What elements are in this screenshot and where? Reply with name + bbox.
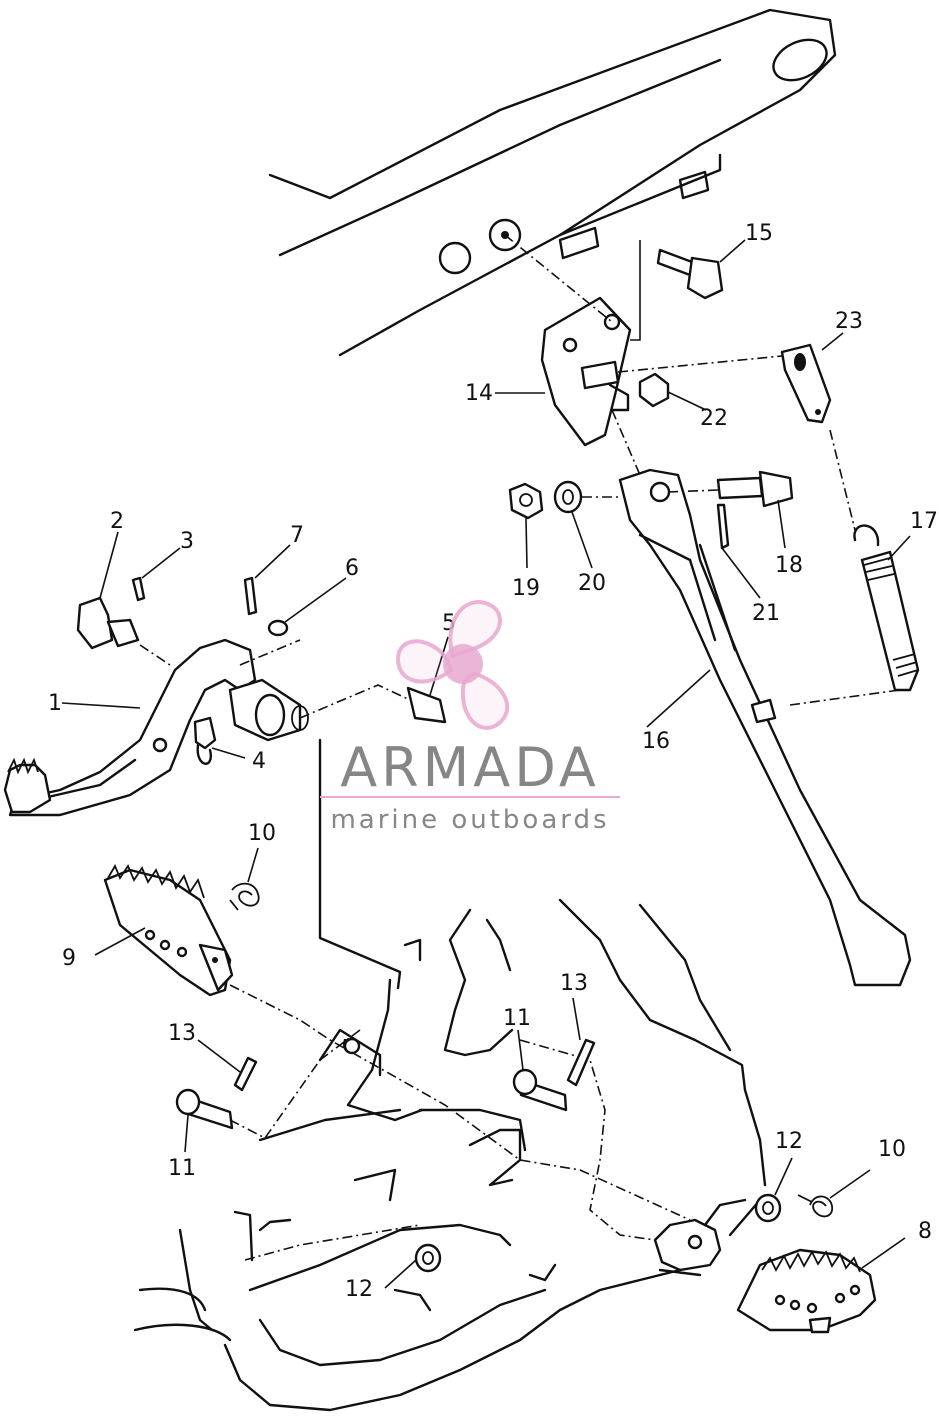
- callout-22: 22: [700, 406, 728, 431]
- callout-10-right: 10: [878, 1137, 906, 1162]
- nut-19: [508, 482, 544, 520]
- callout-13-right: 13: [560, 971, 588, 996]
- callout-3: 3: [180, 529, 194, 554]
- swingarm: [268, 8, 837, 357]
- callout-13-left: 13: [168, 1021, 196, 1046]
- spring-17: [750, 429, 920, 724]
- callout-labels: 1 2 3 4 5 6 7 8 9 10 10 11 11 12 12 13 1…: [48, 221, 938, 1302]
- callout-9: 9: [62, 946, 76, 971]
- plate-23: [617, 343, 832, 424]
- spring-10-left: [229, 882, 260, 911]
- leader-lines: [61, 239, 911, 1289]
- callout-7: 7: [290, 523, 304, 548]
- callout-23: 23: [835, 309, 863, 334]
- callout-2: 2: [110, 509, 124, 534]
- bolt-18: [667, 470, 794, 508]
- washer-12-left: [414, 1243, 442, 1273]
- callout-6: 6: [345, 556, 359, 581]
- callout-12-left: 12: [345, 1277, 373, 1302]
- callout-11-left: 11: [168, 1156, 196, 1181]
- bolt-5: [299, 684, 447, 724]
- cotter-pin-13-left: [233, 1056, 258, 1092]
- collar-22: [638, 372, 670, 408]
- callout-11-right: 11: [503, 1006, 531, 1031]
- callout-10-left: 10: [248, 821, 276, 846]
- part-2: [76, 596, 171, 666]
- callout-16: 16: [642, 729, 670, 754]
- sidestand: [611, 409, 912, 987]
- frame-lower: [133, 738, 767, 1412]
- callout-14: 14: [465, 381, 493, 406]
- brake-pedal: [3, 638, 309, 817]
- washer-12-right: [754, 1193, 782, 1223]
- watermark-tagline: marine outboards: [330, 805, 609, 835]
- callout-20: 20: [578, 571, 606, 596]
- watermark-brand: ARMADA: [340, 736, 600, 799]
- watermark: ARMADA marine outboards: [320, 600, 620, 835]
- pin-3: [131, 576, 146, 602]
- pin-11-left: [175, 1059, 321, 1140]
- callout-8: 8: [918, 1219, 932, 1244]
- spring-4: [193, 716, 217, 765]
- callout-21: 21: [752, 601, 780, 626]
- pin-21: [716, 503, 730, 550]
- pin-11-right: [512, 1068, 568, 1112]
- cotter-pin-13-right: [566, 1038, 596, 1087]
- callout-15: 15: [745, 221, 773, 246]
- propeller-icon: [395, 600, 510, 730]
- pin-7: [243, 576, 258, 616]
- spring-10-right: [797, 1194, 833, 1218]
- callout-4: 4: [252, 749, 266, 774]
- callout-19: 19: [512, 576, 540, 601]
- footrest-right: [736, 1248, 877, 1334]
- bolt-15: [656, 248, 724, 300]
- callout-18: 18: [775, 553, 803, 578]
- sidestand-bracket: [504, 234, 641, 447]
- callout-1: 1: [48, 691, 62, 716]
- washer-20: [553, 480, 618, 514]
- footrest-left: [103, 863, 234, 997]
- callout-12-right: 12: [775, 1129, 803, 1154]
- washer-6: [267, 619, 289, 637]
- callout-17: 17: [910, 509, 938, 534]
